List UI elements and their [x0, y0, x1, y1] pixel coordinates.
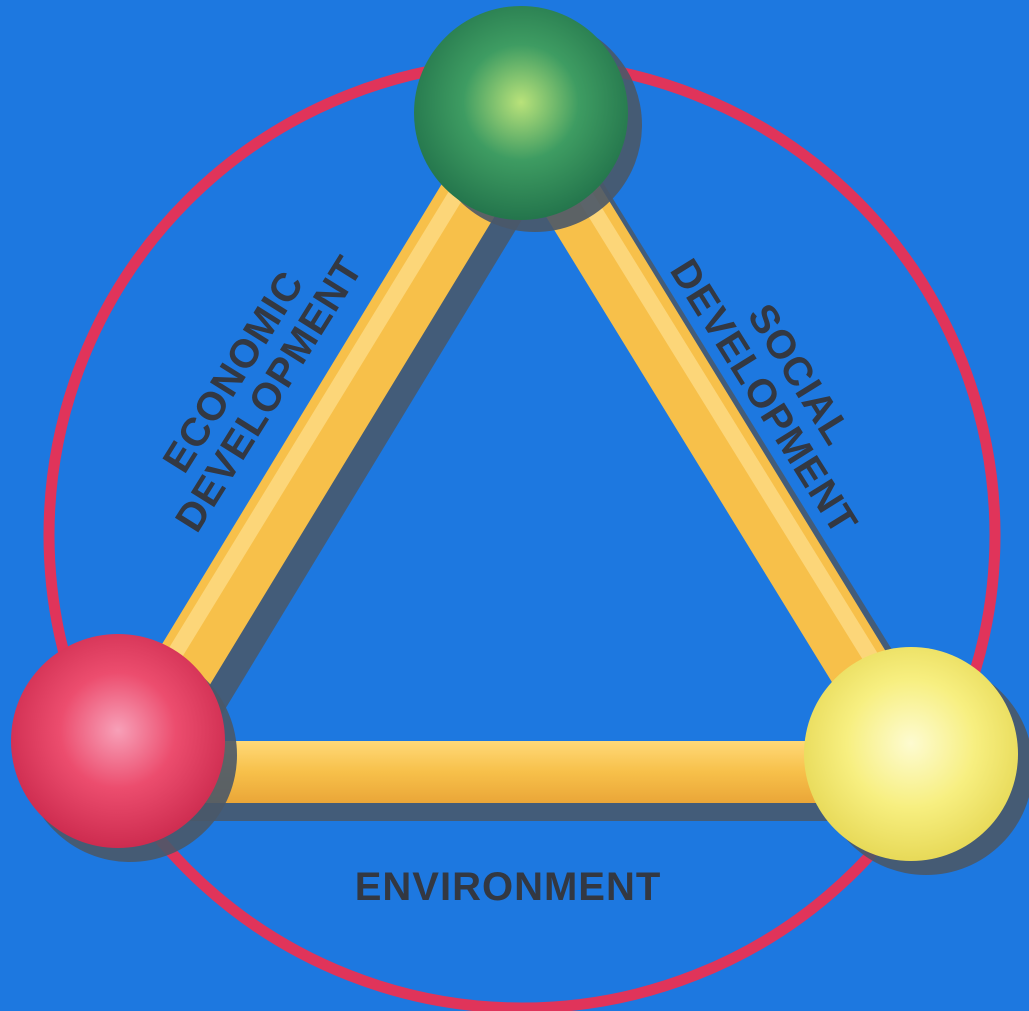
right-node-yellow-sphere	[804, 647, 1018, 861]
environment-bar	[130, 741, 915, 803]
top-node-green-sphere	[414, 6, 628, 220]
left-node-red-sphere	[11, 634, 225, 848]
environment-label: ENVIRONMENT	[355, 865, 662, 909]
